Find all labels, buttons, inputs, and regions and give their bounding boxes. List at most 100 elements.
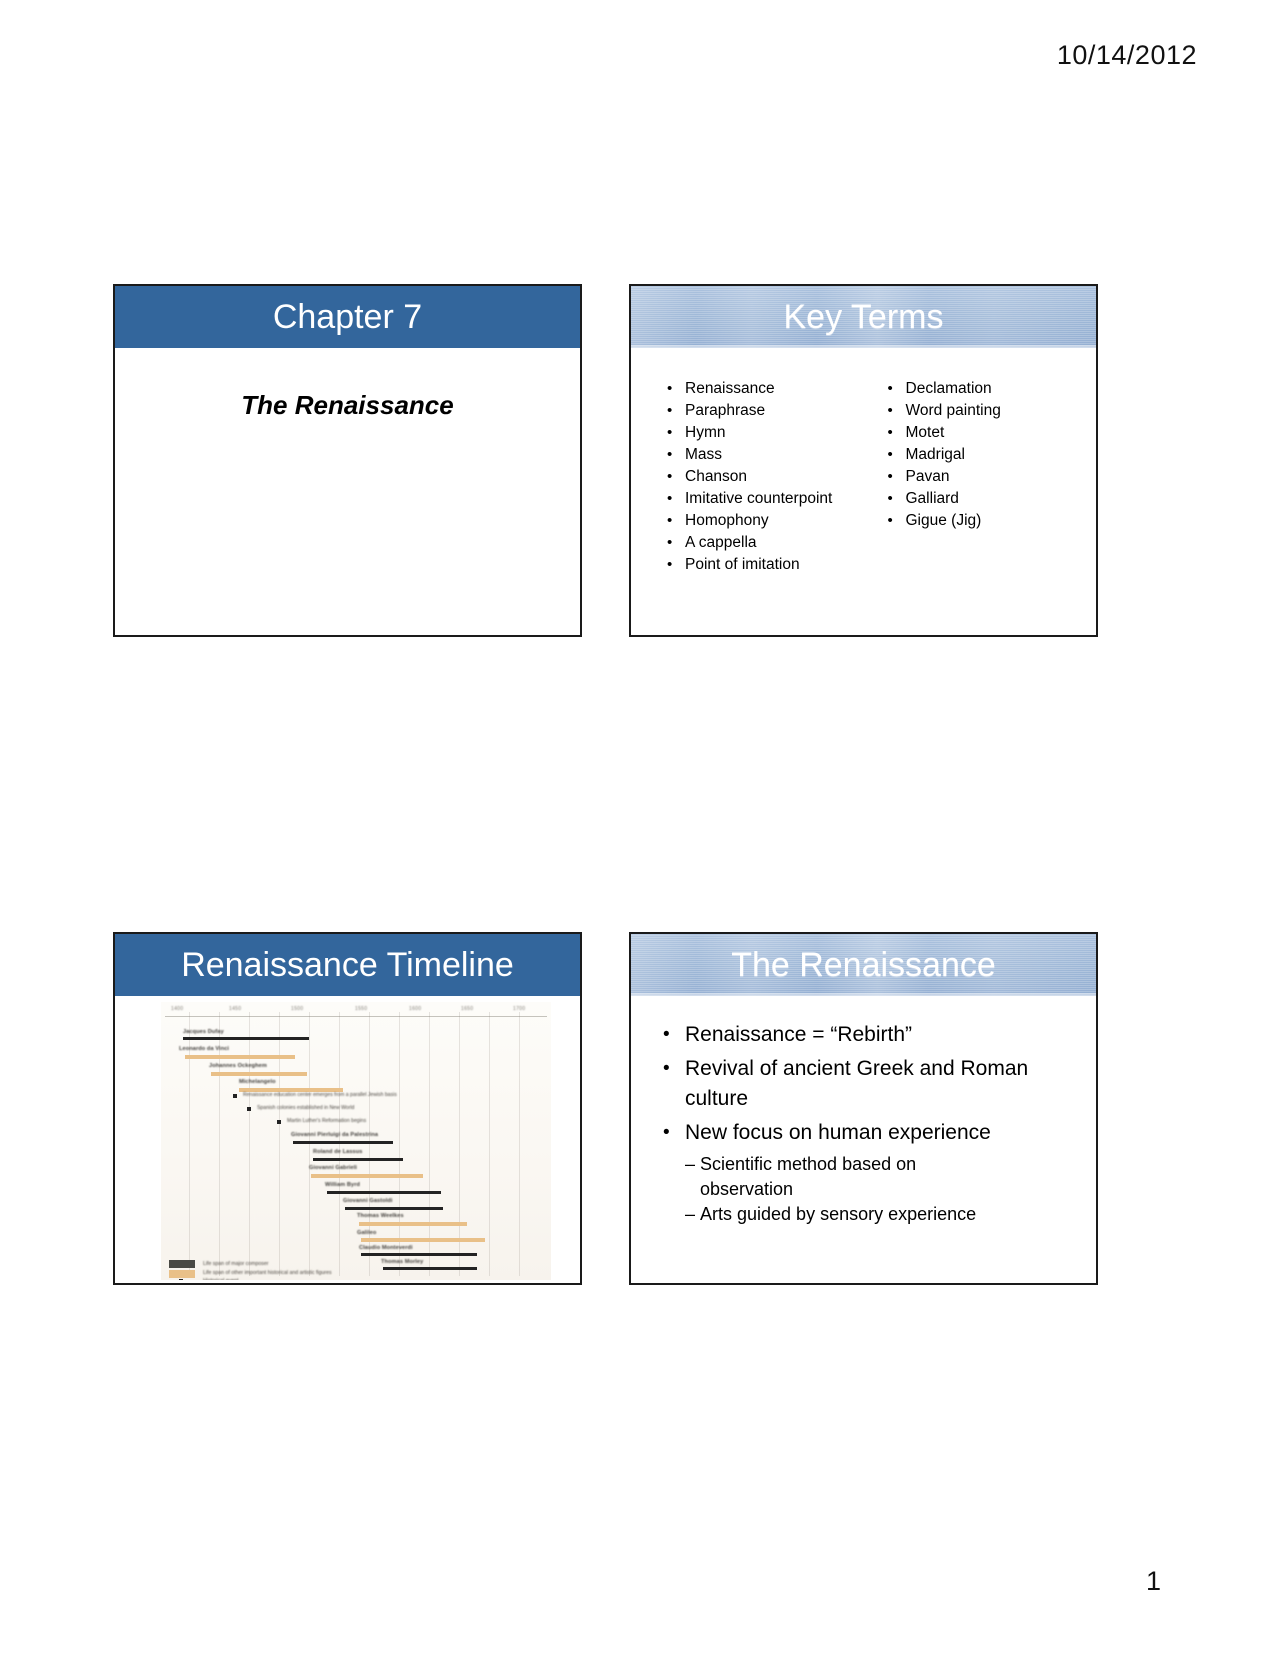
slide-subtitle: The Renaissance bbox=[241, 390, 454, 420]
bullet-icon: • bbox=[667, 490, 673, 507]
timeline-tick-label: 1600 bbox=[409, 1006, 422, 1012]
key-terms-columns: • Renaissance • Paraphrase • Hymn • Mass… bbox=[631, 348, 1096, 576]
slide-chapter-7: Chapter 7 The Renaissance bbox=[113, 284, 582, 637]
timeline-entry-label: Michelangelo bbox=[239, 1079, 276, 1085]
term-label: Pavan bbox=[905, 468, 950, 485]
list-item: • Imitative counterpoint bbox=[667, 488, 876, 510]
legend-swatch-figures bbox=[169, 1270, 195, 1278]
term-label: Point of imitation bbox=[685, 556, 800, 573]
bullet-icon: • bbox=[667, 534, 673, 551]
timeline-tick-label: 1700 bbox=[513, 1006, 526, 1012]
timeline-tick-label: 1400 bbox=[171, 1006, 184, 1012]
term-label: Gigue (Jig) bbox=[905, 512, 982, 529]
slide-title: Key Terms bbox=[783, 298, 944, 336]
timeline-entry-label: Leonardo da Vinci bbox=[179, 1046, 230, 1052]
bullet-icon: • bbox=[663, 1058, 670, 1079]
term-label: Hymn bbox=[685, 424, 726, 441]
bullet-icon: • bbox=[887, 424, 893, 441]
term-label: Mass bbox=[685, 446, 723, 463]
timeline-entry-label: Thomas Weelkes bbox=[357, 1213, 404, 1219]
bullet-icon: • bbox=[667, 380, 673, 397]
bullet-icon: • bbox=[667, 402, 673, 419]
term-label: Motet bbox=[905, 424, 945, 441]
slide-renaissance-timeline: Renaissance Timeline 1400 1450 1500 1550… bbox=[113, 932, 582, 1285]
timeline-tick-label: 1450 bbox=[229, 1006, 242, 1012]
bullet-text: Revival of ancient Greek and Roman cultu… bbox=[685, 1057, 1029, 1110]
bullet-icon: • bbox=[667, 512, 673, 529]
timeline-entry-label: Jacques Dufay bbox=[183, 1029, 224, 1035]
term-label: Renaissance bbox=[685, 380, 775, 397]
slide-header-timeline: Renaissance Timeline bbox=[115, 934, 580, 996]
list-item: • Declamation bbox=[888, 378, 1097, 400]
list-item: • Pavan bbox=[888, 466, 1097, 488]
bullet-icon: • bbox=[663, 1122, 670, 1143]
list-item: • Homophony bbox=[667, 510, 876, 532]
term-label: Chanson bbox=[685, 468, 748, 485]
list-item: • Motet bbox=[888, 422, 1097, 444]
list-item: • Word painting bbox=[888, 400, 1097, 422]
term-label: Madrigal bbox=[905, 446, 965, 463]
bullet-icon: • bbox=[887, 446, 893, 463]
timeline-axis bbox=[165, 1016, 547, 1017]
list-item: • Renaissance = “Rebirth” bbox=[663, 1020, 1074, 1050]
timeline-entry-label: Giovanni Pierluigi da Palestrina bbox=[291, 1132, 379, 1138]
list-item: • Hymn bbox=[667, 422, 876, 444]
timeline-event-label: Renaissance education center emerges fro… bbox=[243, 1092, 397, 1098]
bullet-icon: • bbox=[667, 446, 673, 463]
slide-body-timeline: 1400 1450 1500 1550 1600 1650 1700 Jacqu… bbox=[115, 996, 580, 1283]
page-number: 1 bbox=[1146, 1566, 1162, 1596]
timeline-tick-label: 1500 bbox=[291, 1006, 304, 1012]
list-item: • Gigue (Jig) bbox=[888, 510, 1097, 532]
key-terms-column-right: • Declamation • Word painting • Motet • … bbox=[888, 378, 1097, 576]
legend-label: Life span of major composer bbox=[203, 1261, 269, 1267]
timeline-event-label: Spanish colonies established in New Worl… bbox=[257, 1105, 355, 1111]
list-item: • New focus on human experience bbox=[663, 1118, 1074, 1148]
bullet-icon: • bbox=[667, 424, 673, 441]
legend-label: Historical event bbox=[203, 1278, 238, 1280]
bullet-icon: • bbox=[887, 468, 893, 485]
term-label: Declamation bbox=[905, 380, 992, 397]
list-item: • Madrigal bbox=[888, 444, 1097, 466]
slide-body-key-terms: • Renaissance • Paraphrase • Hymn • Mass… bbox=[631, 348, 1096, 635]
bullet-icon: • bbox=[887, 512, 893, 529]
bullet-icon: • bbox=[667, 468, 673, 485]
timeline-entry-label: Giovanni Gabrieli bbox=[309, 1165, 358, 1171]
slide-the-renaissance: The Renaissance • Renaissance = “Rebirth… bbox=[629, 932, 1098, 1285]
bullet-text: New focus on human experience bbox=[685, 1121, 991, 1144]
timeline-event-label: Martin Luther's Reformation begins bbox=[287, 1118, 367, 1124]
timeline-entry-label: Giovanni Gastoldi bbox=[343, 1198, 393, 1204]
timeline-entry-label: Claudio Monteverdi bbox=[359, 1245, 413, 1251]
dash-icon: – bbox=[685, 1154, 696, 1174]
slide-title: Chapter 7 bbox=[272, 298, 423, 336]
dash-icon: – bbox=[685, 1204, 696, 1224]
bullet-icon: • bbox=[887, 380, 893, 397]
timeline-tick-label: 1650 bbox=[461, 1006, 474, 1012]
timeline-entry-label: Galileo bbox=[357, 1230, 377, 1236]
term-label: Galliard bbox=[905, 490, 959, 507]
bullet-icon: • bbox=[663, 1024, 670, 1045]
timeline-tick-label: 1550 bbox=[355, 1006, 368, 1012]
term-label: Homophony bbox=[685, 512, 769, 529]
bullet-text: Renaissance = “Rebirth” bbox=[685, 1023, 913, 1046]
sub-bullet-text: Arts guided by sensory experience bbox=[700, 1204, 977, 1224]
bullet-icon: • bbox=[887, 490, 893, 507]
slide-title: Renaissance Timeline bbox=[181, 946, 514, 984]
list-item: • Point of imitation bbox=[667, 554, 876, 576]
key-terms-column-left: • Renaissance • Paraphrase • Hymn • Mass… bbox=[667, 378, 876, 576]
renaissance-bullet-list: • Renaissance = “Rebirth” • Revival of a… bbox=[631, 996, 1096, 1227]
slide-body-the-renaissance: • Renaissance = “Rebirth” • Revival of a… bbox=[631, 996, 1096, 1283]
slide-body-chapter-7: The Renaissance bbox=[115, 348, 580, 635]
list-item: • Revival of ancient Greek and Roman cul… bbox=[663, 1054, 1074, 1114]
timeline-chart-image: 1400 1450 1500 1550 1600 1650 1700 Jacqu… bbox=[161, 1002, 551, 1280]
slide-header-key-terms: Key Terms bbox=[631, 286, 1096, 348]
term-label: A cappella bbox=[685, 534, 757, 551]
timeline-entry-label: Thomas Morley bbox=[381, 1259, 424, 1265]
list-item: • A cappella bbox=[667, 532, 876, 554]
slide-key-terms: Key Terms • Renaissance • Paraphrase • H… bbox=[629, 284, 1098, 637]
slide-title: The Renaissance bbox=[731, 946, 996, 984]
term-label: Word painting bbox=[905, 402, 1001, 419]
list-item: • Chanson bbox=[667, 466, 876, 488]
list-item: • Galliard bbox=[888, 488, 1097, 510]
legend-label: Life span of other important historical … bbox=[203, 1270, 332, 1276]
timeline-entry-label: Johannes Ockeghem bbox=[209, 1063, 267, 1069]
